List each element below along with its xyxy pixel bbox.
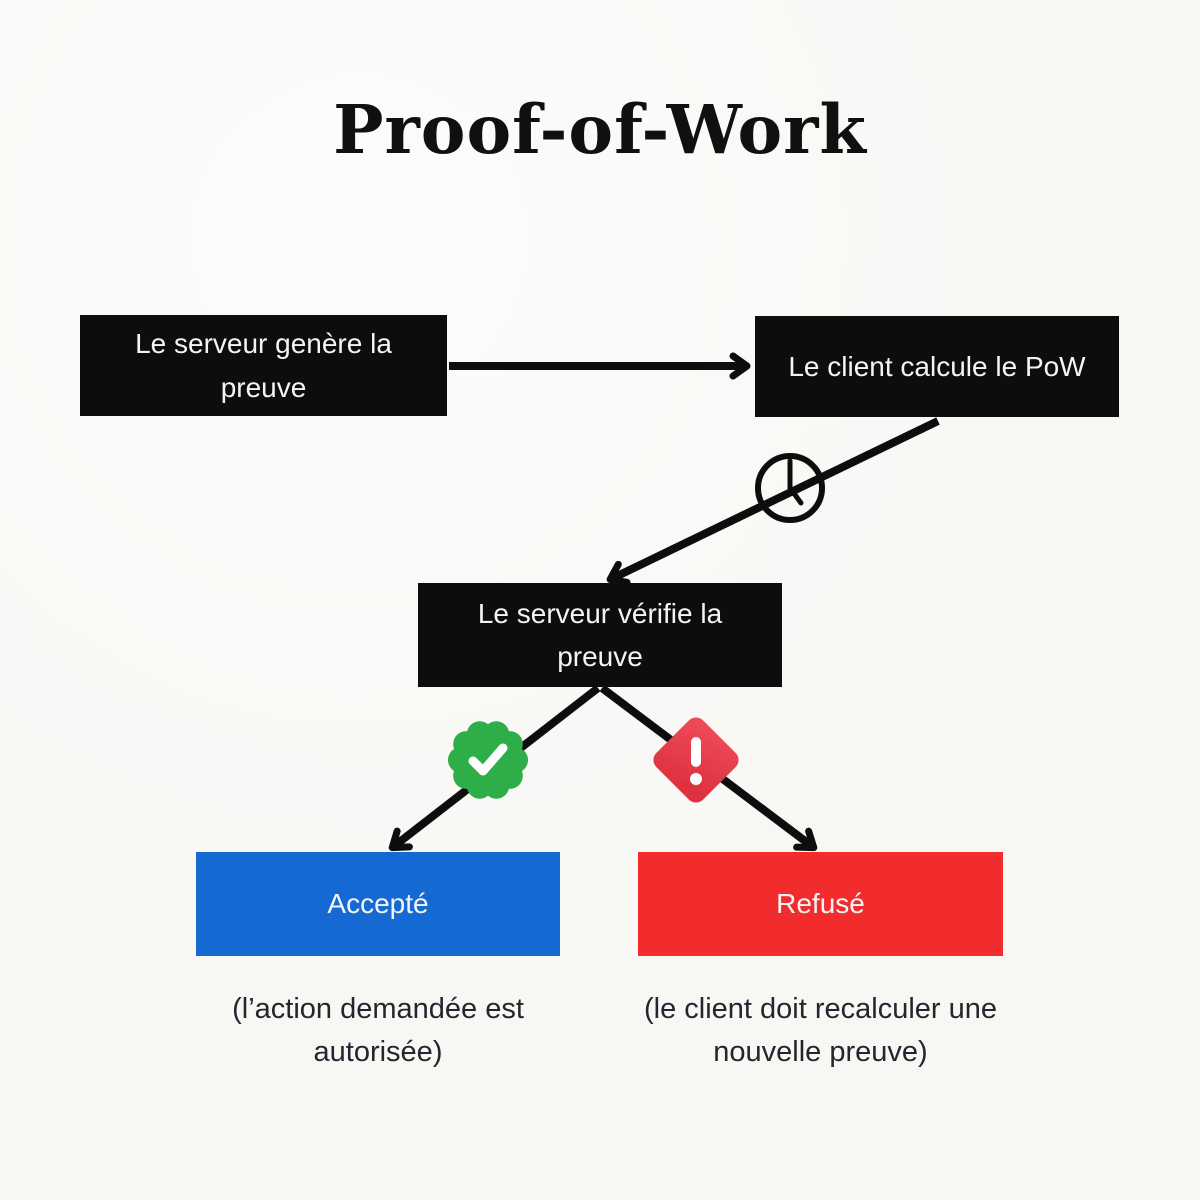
node-server-verifies-proof: Le serveur vérifie la preuve	[418, 583, 782, 687]
arrow-verify-to-refused	[599, 684, 818, 852]
node-label: Accepté	[327, 888, 429, 920]
verified-check-icon	[448, 721, 528, 799]
page-title: Proof-of-Work	[333, 90, 867, 169]
node-refused: Refusé	[638, 852, 1003, 956]
caption-accepted-note: (l’action demandée est autorisée)	[232, 993, 524, 1068]
node-label: Refusé	[776, 888, 865, 920]
caption-refused-note: (le client doit recalculer une nouvelle …	[643, 993, 997, 1068]
node-client-computes-pow: Le client calcule le PoW	[755, 316, 1119, 417]
clock-icon	[755, 453, 825, 523]
alert-exclamation-icon	[653, 717, 739, 803]
node-accepted: Accepté	[196, 852, 560, 956]
node-label: Le serveur vérifie la preuve	[477, 597, 723, 672]
arrow-verify-to-accepted	[388, 684, 601, 852]
arrow-client-to-verify	[606, 417, 940, 586]
node-server-generates-proof: Le serveur genère la preuve	[80, 315, 447, 416]
node-label: Le serveur genère la preuve	[135, 328, 392, 403]
node-label: Le client calcule le PoW	[788, 350, 1086, 382]
